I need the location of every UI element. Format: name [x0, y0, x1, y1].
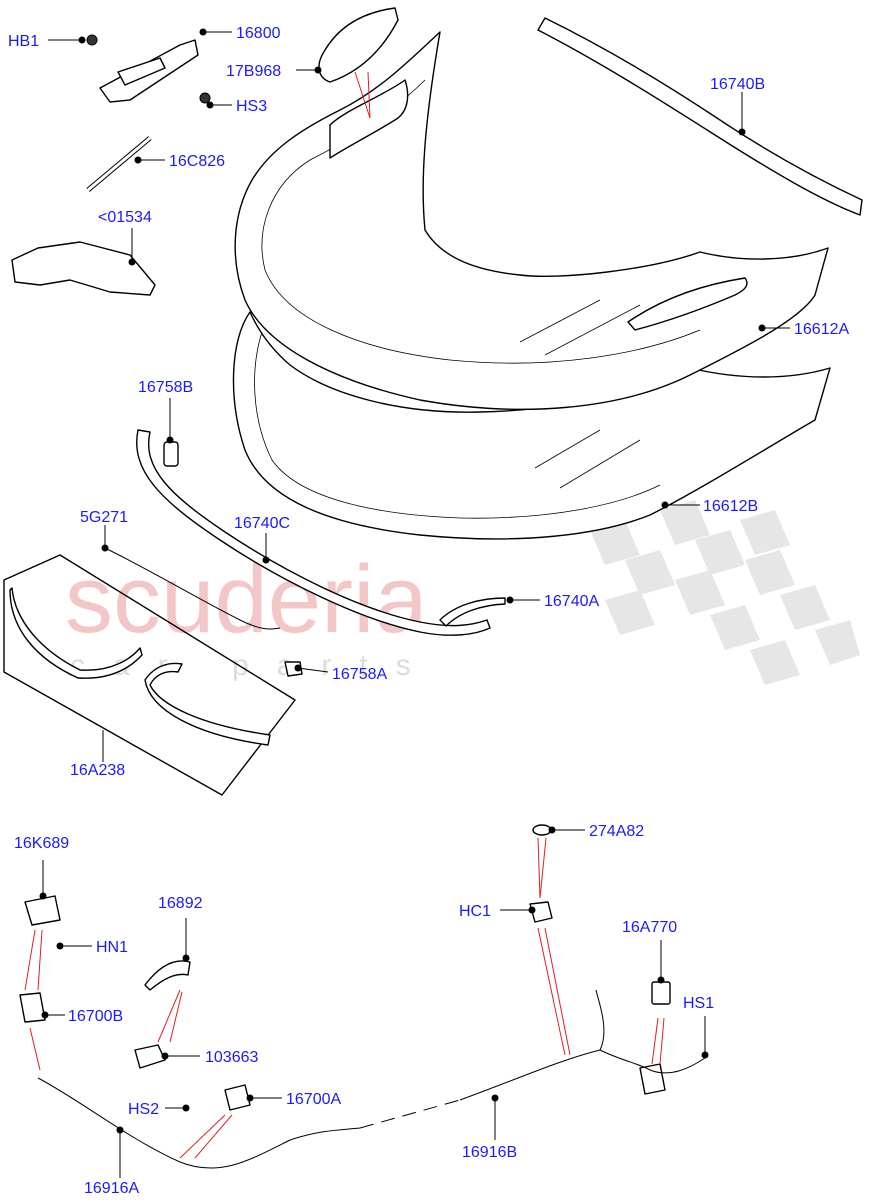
indicator-lines [24, 71, 665, 1159]
wiring-harness [104, 547, 281, 630]
label-16916b: 16916B [462, 1144, 517, 1161]
gas-strut [86, 136, 152, 192]
seal-strip-side [439, 597, 506, 627]
latch-sensor [651, 981, 671, 1005]
bump-stop-upper [163, 441, 179, 467]
label-01534: <01534 [98, 209, 152, 226]
label-16740b: 16740B [710, 76, 765, 93]
striker-plate [144, 960, 191, 991]
label-16k689: 16K689 [14, 835, 69, 852]
bonnet-outer-panel [234, 31, 829, 410]
label-5g271: 5G271 [80, 509, 128, 526]
label-16612a: 16612A [794, 321, 849, 338]
label-16758b: 16758B [138, 379, 193, 396]
bumper-pad [134, 1044, 166, 1069]
seal-kit-box [3, 554, 296, 796]
bonnet-vent [318, 7, 399, 83]
label-16916a: 16916A [84, 1180, 139, 1197]
leader-lines [39, 28, 790, 1178]
label-hs1: HS1 [683, 995, 714, 1012]
label-hs3: HS3 [236, 98, 267, 115]
label-16700a: 16700A [286, 1091, 341, 1108]
label-274a82: 274A82 [589, 823, 644, 840]
secondary-latch [19, 992, 46, 1023]
label-16892: 16892 [158, 895, 203, 912]
label-103663: 103663 [205, 1049, 258, 1066]
lower-parts [19, 824, 671, 1111]
bonnet-inner-panel [232, 311, 831, 540]
label-16758a: 16758A [332, 666, 387, 683]
label-16740c: 16740C [234, 515, 290, 532]
seal-strip-top [537, 17, 863, 216]
watermark: scuderia car parts [65, 500, 860, 685]
label-16740a: 16740A [544, 593, 599, 610]
primary-latch [224, 1084, 251, 1111]
release-cable-a [37, 1077, 361, 1169]
label-16612b: 16612B [703, 498, 758, 515]
grommet [532, 824, 552, 836]
label-hb1: HB1 [8, 33, 39, 50]
bonnet-hinge [86, 34, 211, 104]
label-16700b: 16700B [68, 1008, 123, 1025]
label-16a770: 16A770 [622, 919, 677, 936]
part-labels: HB1 16800 17B968 HS3 16740B 16C826 <0153… [8, 25, 849, 1197]
watermark-main: scuderia [65, 546, 428, 653]
label-hc1: HC1 [459, 903, 491, 920]
label-17b968: 17B968 [226, 63, 281, 80]
label-hn1: HN1 [96, 939, 128, 956]
label-hs2: HS2 [128, 1101, 159, 1118]
label-16a238: 16A238 [70, 762, 125, 779]
label-16c826: 16C826 [169, 153, 225, 170]
latch-bracket [24, 895, 61, 926]
label-16800: 16800 [236, 25, 281, 42]
cable-clip [529, 901, 553, 923]
release-cable-b [459, 989, 706, 1101]
release-handle [639, 1063, 666, 1095]
bonnet-bracket [11, 241, 156, 296]
release-cables [37, 989, 706, 1169]
seal-strip-front [136, 429, 491, 636]
